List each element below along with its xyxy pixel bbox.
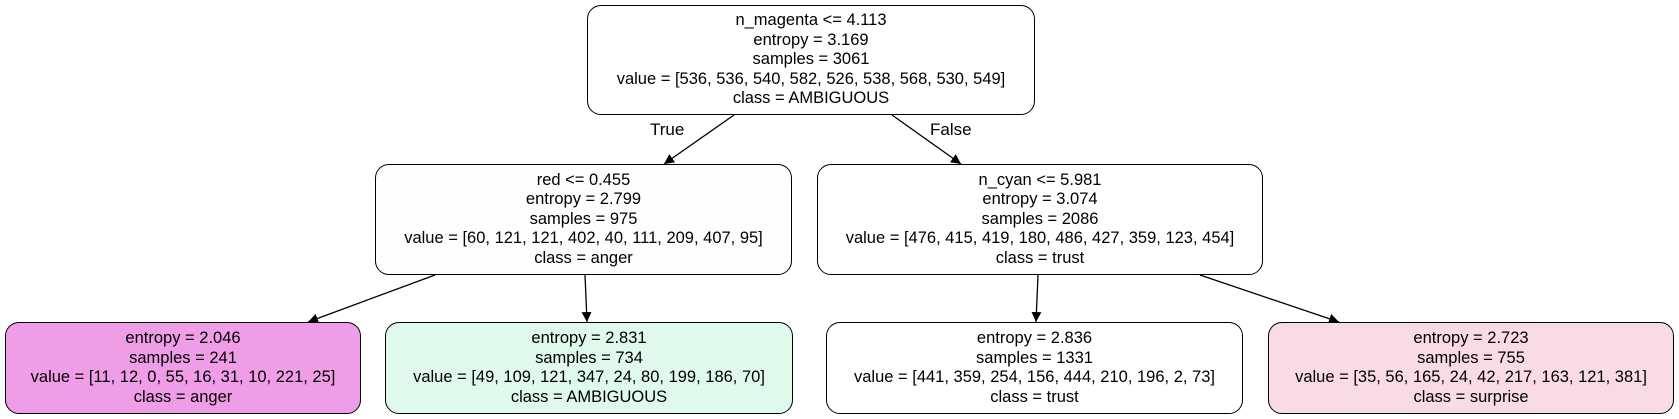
node-line: class = trust [995,248,1085,267]
node-line: class = anger [534,248,633,267]
node-line: value = [476, 415, 419, 180, 486, 427, 3… [845,229,1235,248]
node-line: n_cyan <= 5.981 [978,170,1102,189]
node-line: n_magenta <= 4.113 [735,11,887,30]
node-line: samples = 2086 [981,209,1099,228]
edge-left-leaf2 [581,274,592,323]
node-line: value = [60, 121, 121, 402, 40, 111, 209… [404,229,763,248]
node-line: class = trust [990,387,1079,406]
node-line: class = AMBIGUOUS [510,387,668,406]
node-line: samples = 755 [1417,348,1525,367]
node-line: entropy = 2.799 [525,190,642,209]
node-line: samples = 241 [129,348,237,367]
node-line: class = anger [133,387,233,406]
edge-root-left [663,114,735,165]
node-line: samples = 3061 [752,50,870,69]
false-edge-label: False [930,120,972,139]
edge-right-leaf4 [1199,274,1340,324]
node-line: value = [536, 536, 540, 582, 526, 538, 5… [616,69,1006,88]
node-line: value = [11, 12, 0, 55, 16, 31, 10, 221,… [30,368,336,386]
node-line: value = [35, 56, 165, 24, 42, 217, 163, … [1295,368,1647,386]
true-edge-label: True [650,120,685,139]
node-line: class = AMBIGUOUS [732,89,890,108]
node-line: samples = 975 [529,209,638,228]
edge-left-leaf1 [307,274,436,324]
node-line: entropy = 2.723 [1413,329,1529,347]
edge-right-leaf3 [1031,274,1042,323]
node-line: entropy = 2.046 [125,329,241,347]
node-line: samples = 1331 [976,348,1093,367]
node-line: entropy = 2.836 [976,329,1093,347]
node-line: samples = 734 [535,348,643,367]
node-line: value = [49, 109, 121, 347, 24, 80, 199,… [413,368,765,386]
node-line: red <= 0.455 [536,170,631,189]
node-line: class = surprise [1413,387,1529,406]
node-line: entropy = 3.169 [753,30,869,49]
node-line: entropy = 2.831 [531,329,647,347]
node-line: value = [441, 359, 254, 156, 444, 210, 1… [853,368,1215,386]
edge-root-right [891,114,962,165]
node-line: entropy = 3.074 [982,190,1098,209]
